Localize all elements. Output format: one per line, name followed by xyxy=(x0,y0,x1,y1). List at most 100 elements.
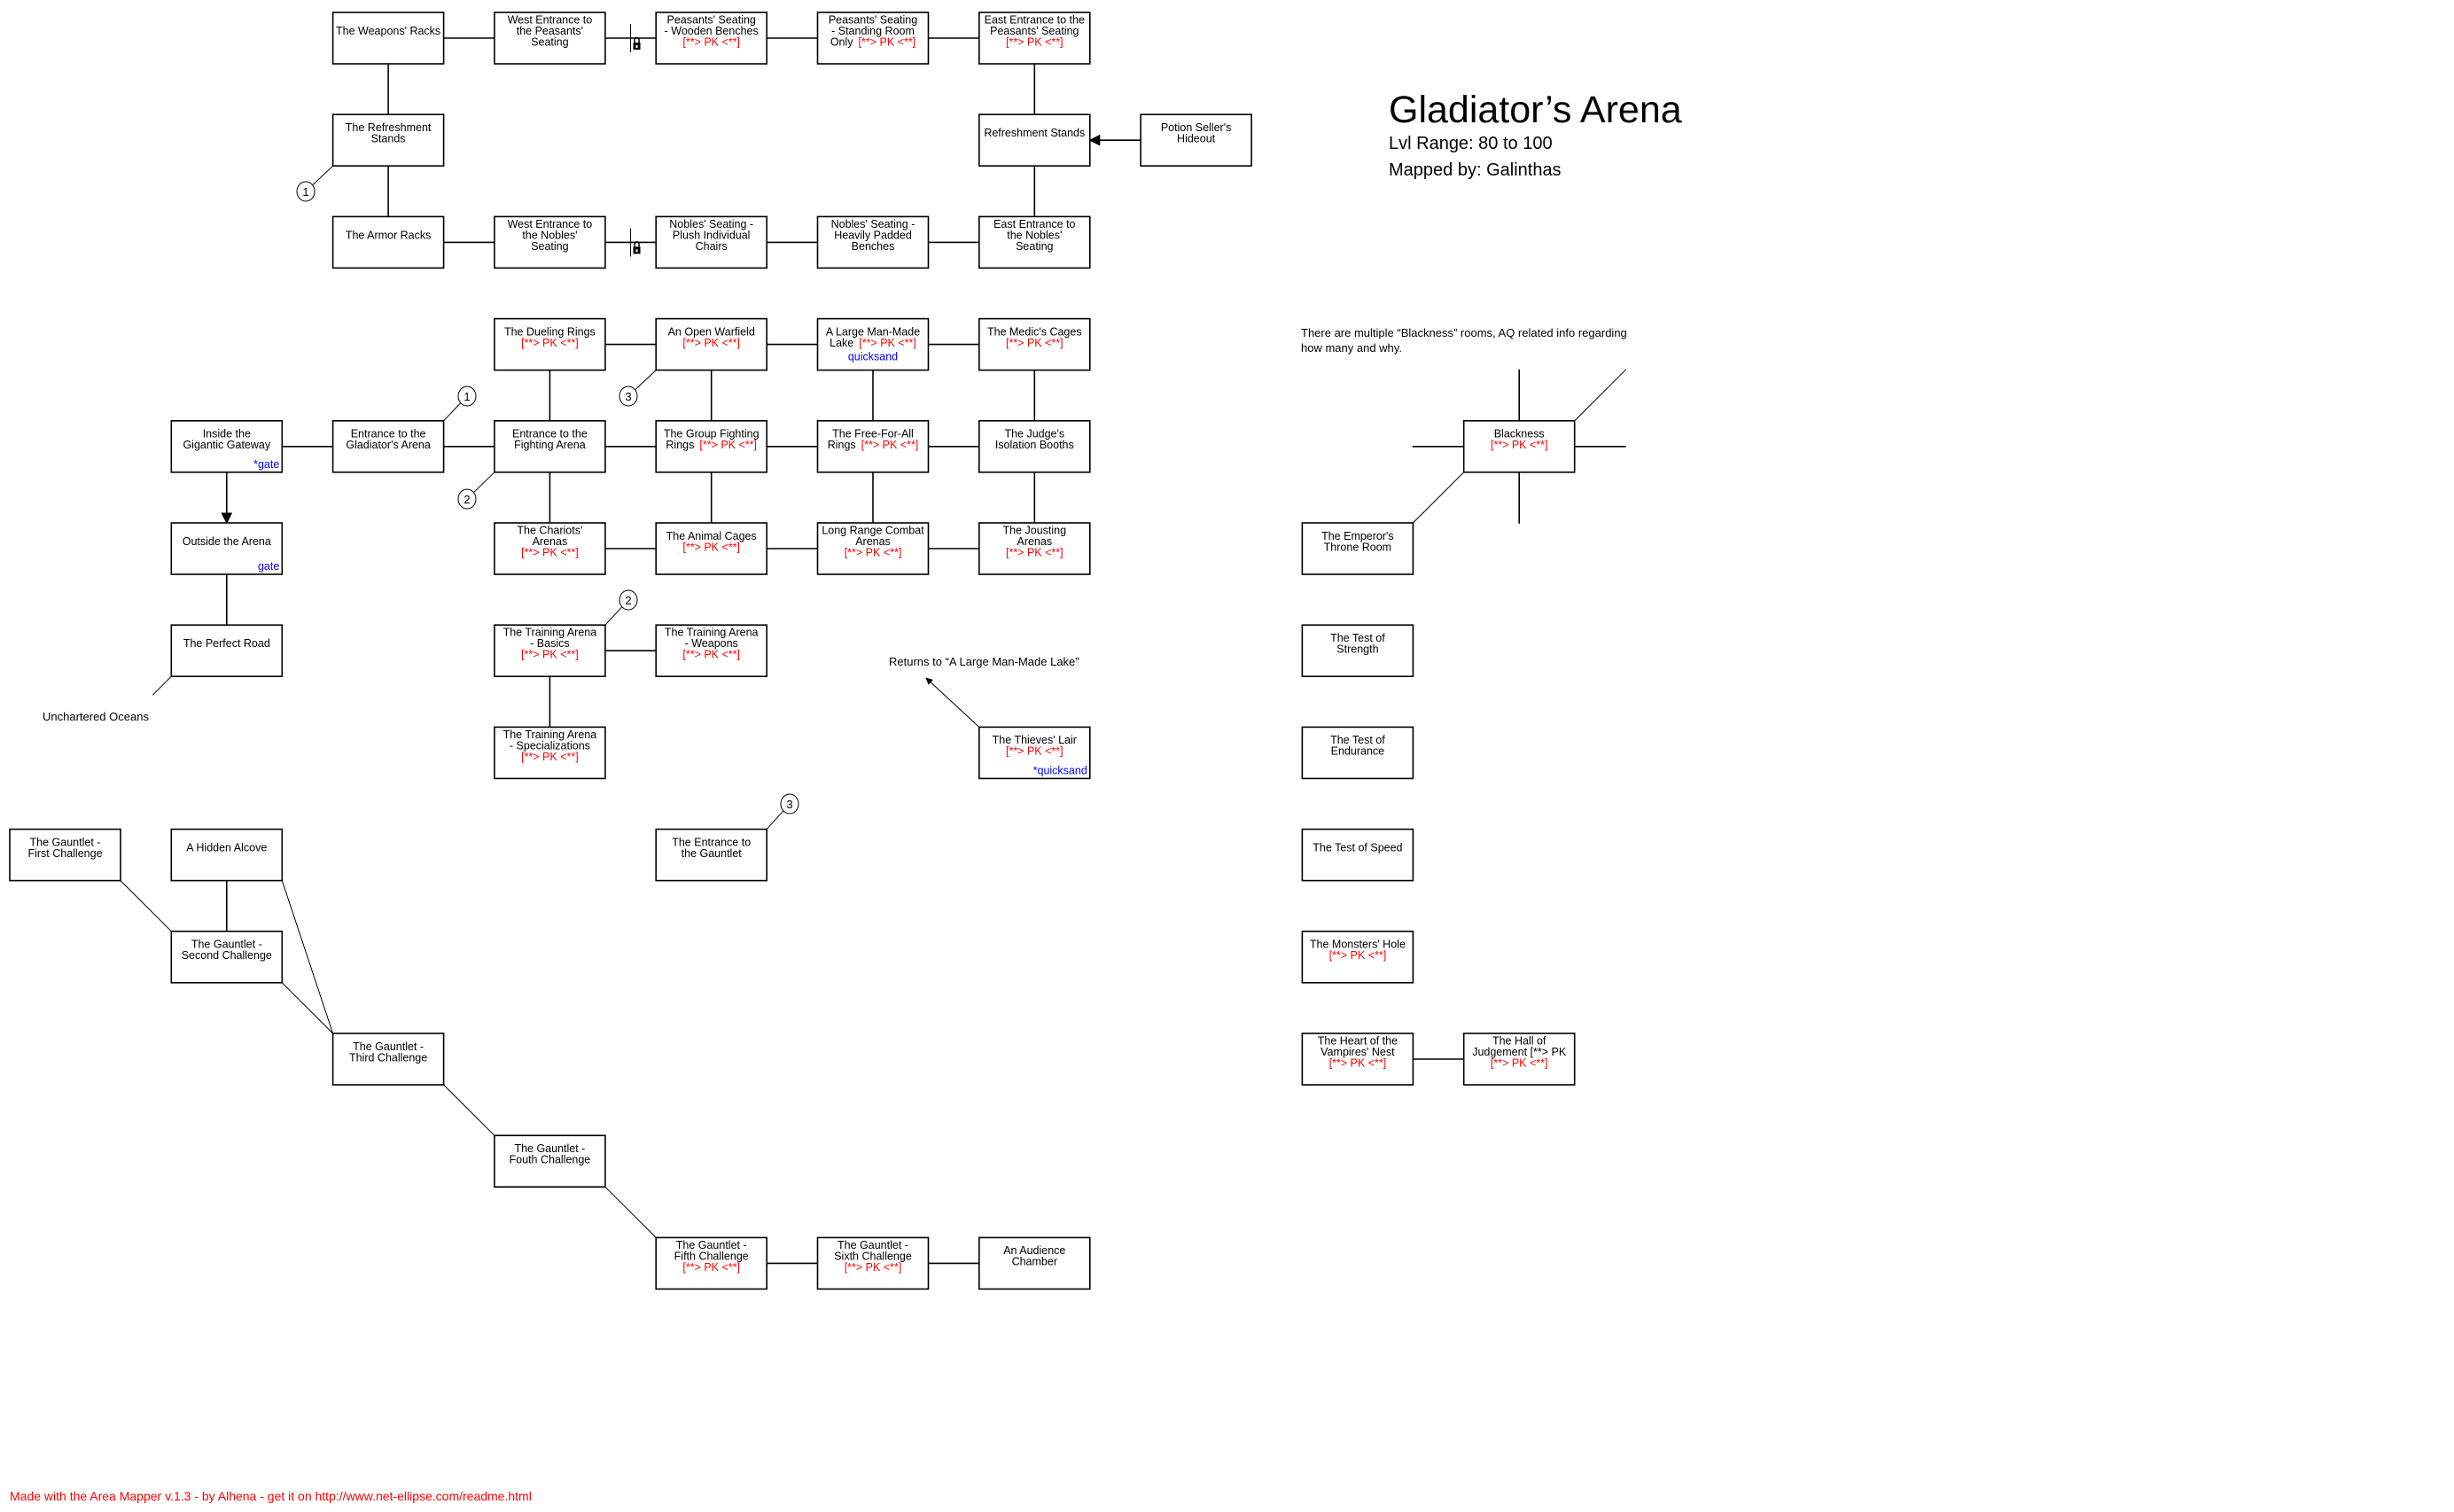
svg-text:Peasants' Seating: Peasants' Seating xyxy=(990,25,1079,37)
svg-text:The Hall of: The Hall of xyxy=(1492,1035,1546,1048)
svg-text:Fouth Challenge: Fouth Challenge xyxy=(510,1153,591,1165)
room[interactable]: The Gauntlet -First Challenge xyxy=(9,828,121,882)
pk-flag: [**> PK <**] xyxy=(682,36,740,49)
room-box xyxy=(655,522,768,575)
room[interactable]: The Gauntlet -Third Challenge xyxy=(331,1033,445,1086)
room-name: East Entrance to xyxy=(993,218,1075,230)
room-name: Seating xyxy=(531,240,568,253)
room[interactable]: Blackness[**> PK <**] xyxy=(1462,419,1576,473)
room-box xyxy=(978,12,1091,65)
room-name: Long Range Combat xyxy=(822,525,924,537)
link-marker[interactable]: 3 xyxy=(766,793,799,830)
svg-text:Endurance: Endurance xyxy=(1331,745,1385,758)
link-marker[interactable]: 1 xyxy=(296,165,333,202)
svg-text:The Free-For-All: The Free-For-All xyxy=(832,428,914,440)
room[interactable]: The Thieves' Lair[**> PK <**]*quicksand xyxy=(978,726,1091,780)
room[interactable]: Peasants' Seating- Wooden Benches[**> PK… xyxy=(655,12,768,65)
room[interactable]: The Gauntlet -Sixth Challenge[**> PK <**… xyxy=(816,1236,930,1290)
svg-text:Blackness: Blackness xyxy=(1494,428,1545,440)
svg-text:Entrance to the: Entrance to the xyxy=(512,428,588,440)
svg-text:The Chariots': The Chariots' xyxy=(517,525,582,537)
svg-text:The Medic's Cages: The Medic's Cages xyxy=(987,325,1082,338)
room-box xyxy=(331,1033,445,1086)
room[interactable]: The Gauntlet -Second Challenge xyxy=(170,931,284,984)
room[interactable]: The Chariots'Arenas[**> PK <**] xyxy=(494,522,606,575)
link-marker[interactable]: 1 xyxy=(443,386,477,422)
room[interactable]: The Gauntlet -Fouth Challenge xyxy=(494,1134,606,1188)
svg-text:The Training Arena: The Training Arena xyxy=(503,627,597,639)
room[interactable]: The Monsters' Hole[**> PK <**] xyxy=(1301,931,1414,984)
room[interactable]: The Training Arena- Weapons[**> PK <**] xyxy=(655,624,768,678)
pk-flag: [**> PK <**] xyxy=(1491,439,1548,451)
svg-text:Arenas: Arenas xyxy=(1017,535,1052,548)
pk-flag: [**> PK <**] xyxy=(1006,36,1063,49)
room-box xyxy=(816,215,930,269)
svg-text:Inside the: Inside the xyxy=(203,428,251,440)
room[interactable]: The Gauntlet -Fifth Challenge[**> PK <**… xyxy=(655,1236,768,1290)
room[interactable]: Refreshment Stands xyxy=(978,113,1091,167)
room-name: The Judge's xyxy=(1004,428,1064,440)
room-name: Peasants' Seating xyxy=(667,14,756,27)
pk-flag: [**> PK <**] xyxy=(845,1261,902,1274)
room-name: Rings xyxy=(666,439,694,451)
room-name: Inside the xyxy=(203,428,251,440)
room[interactable]: A Hidden Alcove xyxy=(170,828,284,882)
pk-flag: [**> PK <**] xyxy=(1006,337,1063,349)
room[interactable]: The Animal Cages[**> PK <**] xyxy=(655,522,768,575)
exit-stub xyxy=(1574,369,1627,422)
room[interactable]: The Medic's Cages[**> PK <**] xyxy=(978,317,1091,371)
room[interactable]: The Perfect Road xyxy=(170,624,284,678)
svg-text:The Armor Racks: The Armor Racks xyxy=(346,229,432,241)
room[interactable]: The Weapons' Racks xyxy=(331,12,445,65)
svg-text:The Animal Cages: The Animal Cages xyxy=(666,530,757,542)
svg-text:Plush Individual: Plush Individual xyxy=(673,229,751,241)
room[interactable]: An Open Warfield[**> PK <**] xyxy=(655,317,768,371)
svg-text:Fifth Challenge: Fifth Challenge xyxy=(674,1250,749,1262)
room[interactable]: The Armor Racks xyxy=(331,215,445,269)
room-name: An Audience xyxy=(1003,1244,1065,1257)
room[interactable]: The Training Arena- Basics[**> PK <**] xyxy=(494,624,606,678)
room-box xyxy=(816,419,930,473)
room[interactable]: The Training Arena- Specializations[**> … xyxy=(494,726,606,780)
svg-text:The Test of: The Test of xyxy=(1330,734,1385,746)
svg-text:The Gauntlet -: The Gauntlet - xyxy=(676,1239,747,1251)
svg-text:Arenas: Arenas xyxy=(855,535,891,548)
room[interactable]: The Dueling Rings[**> PK <**] xyxy=(494,317,606,371)
room[interactable]: The Test of Speed xyxy=(1301,828,1414,882)
room-name: Isolation Booths xyxy=(995,439,1074,451)
link-marker[interactable]: 2 xyxy=(604,589,638,626)
room-box xyxy=(494,12,606,65)
blackness-note-line1: There are multiple “Blackness” rooms, AQ… xyxy=(1301,326,1627,339)
link-marker[interactable]: 2 xyxy=(457,472,495,510)
link-marker[interactable]: 3 xyxy=(619,370,657,407)
svg-text:Gladiator's Arena: Gladiator's Arena xyxy=(346,439,431,451)
room[interactable]: Peasants' Seating- Standing RoomOnly[**>… xyxy=(816,12,930,65)
room-name: A Hidden Alcove xyxy=(186,842,267,854)
